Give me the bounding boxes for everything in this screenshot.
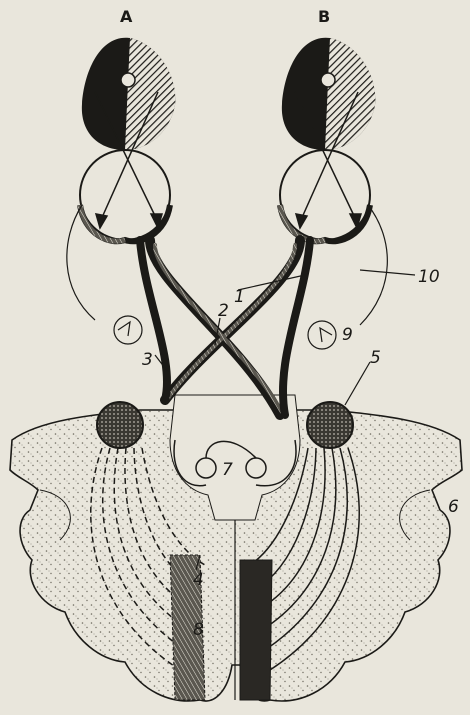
label-9: 9 <box>342 325 353 345</box>
lateral-geniculate-left <box>97 402 143 448</box>
label-eye-a: A <box>120 7 133 26</box>
label-1: 1 <box>234 287 245 307</box>
eyeball-left <box>80 150 170 241</box>
label-4: 4 <box>193 570 204 590</box>
lateral-geniculate-right <box>307 402 353 448</box>
label-3: 3 <box>142 350 153 370</box>
label-8: 8 <box>193 620 204 640</box>
label-6: 6 <box>448 497 459 517</box>
label-eye-b: B <box>318 7 330 26</box>
visual-cortex-right <box>240 560 272 700</box>
label-2: 2 <box>218 301 229 321</box>
optic-chiasm-fibers <box>140 240 310 415</box>
label-7: 7 <box>222 460 233 480</box>
label-5: 5 <box>370 348 381 368</box>
label-10: 10 <box>418 267 440 287</box>
